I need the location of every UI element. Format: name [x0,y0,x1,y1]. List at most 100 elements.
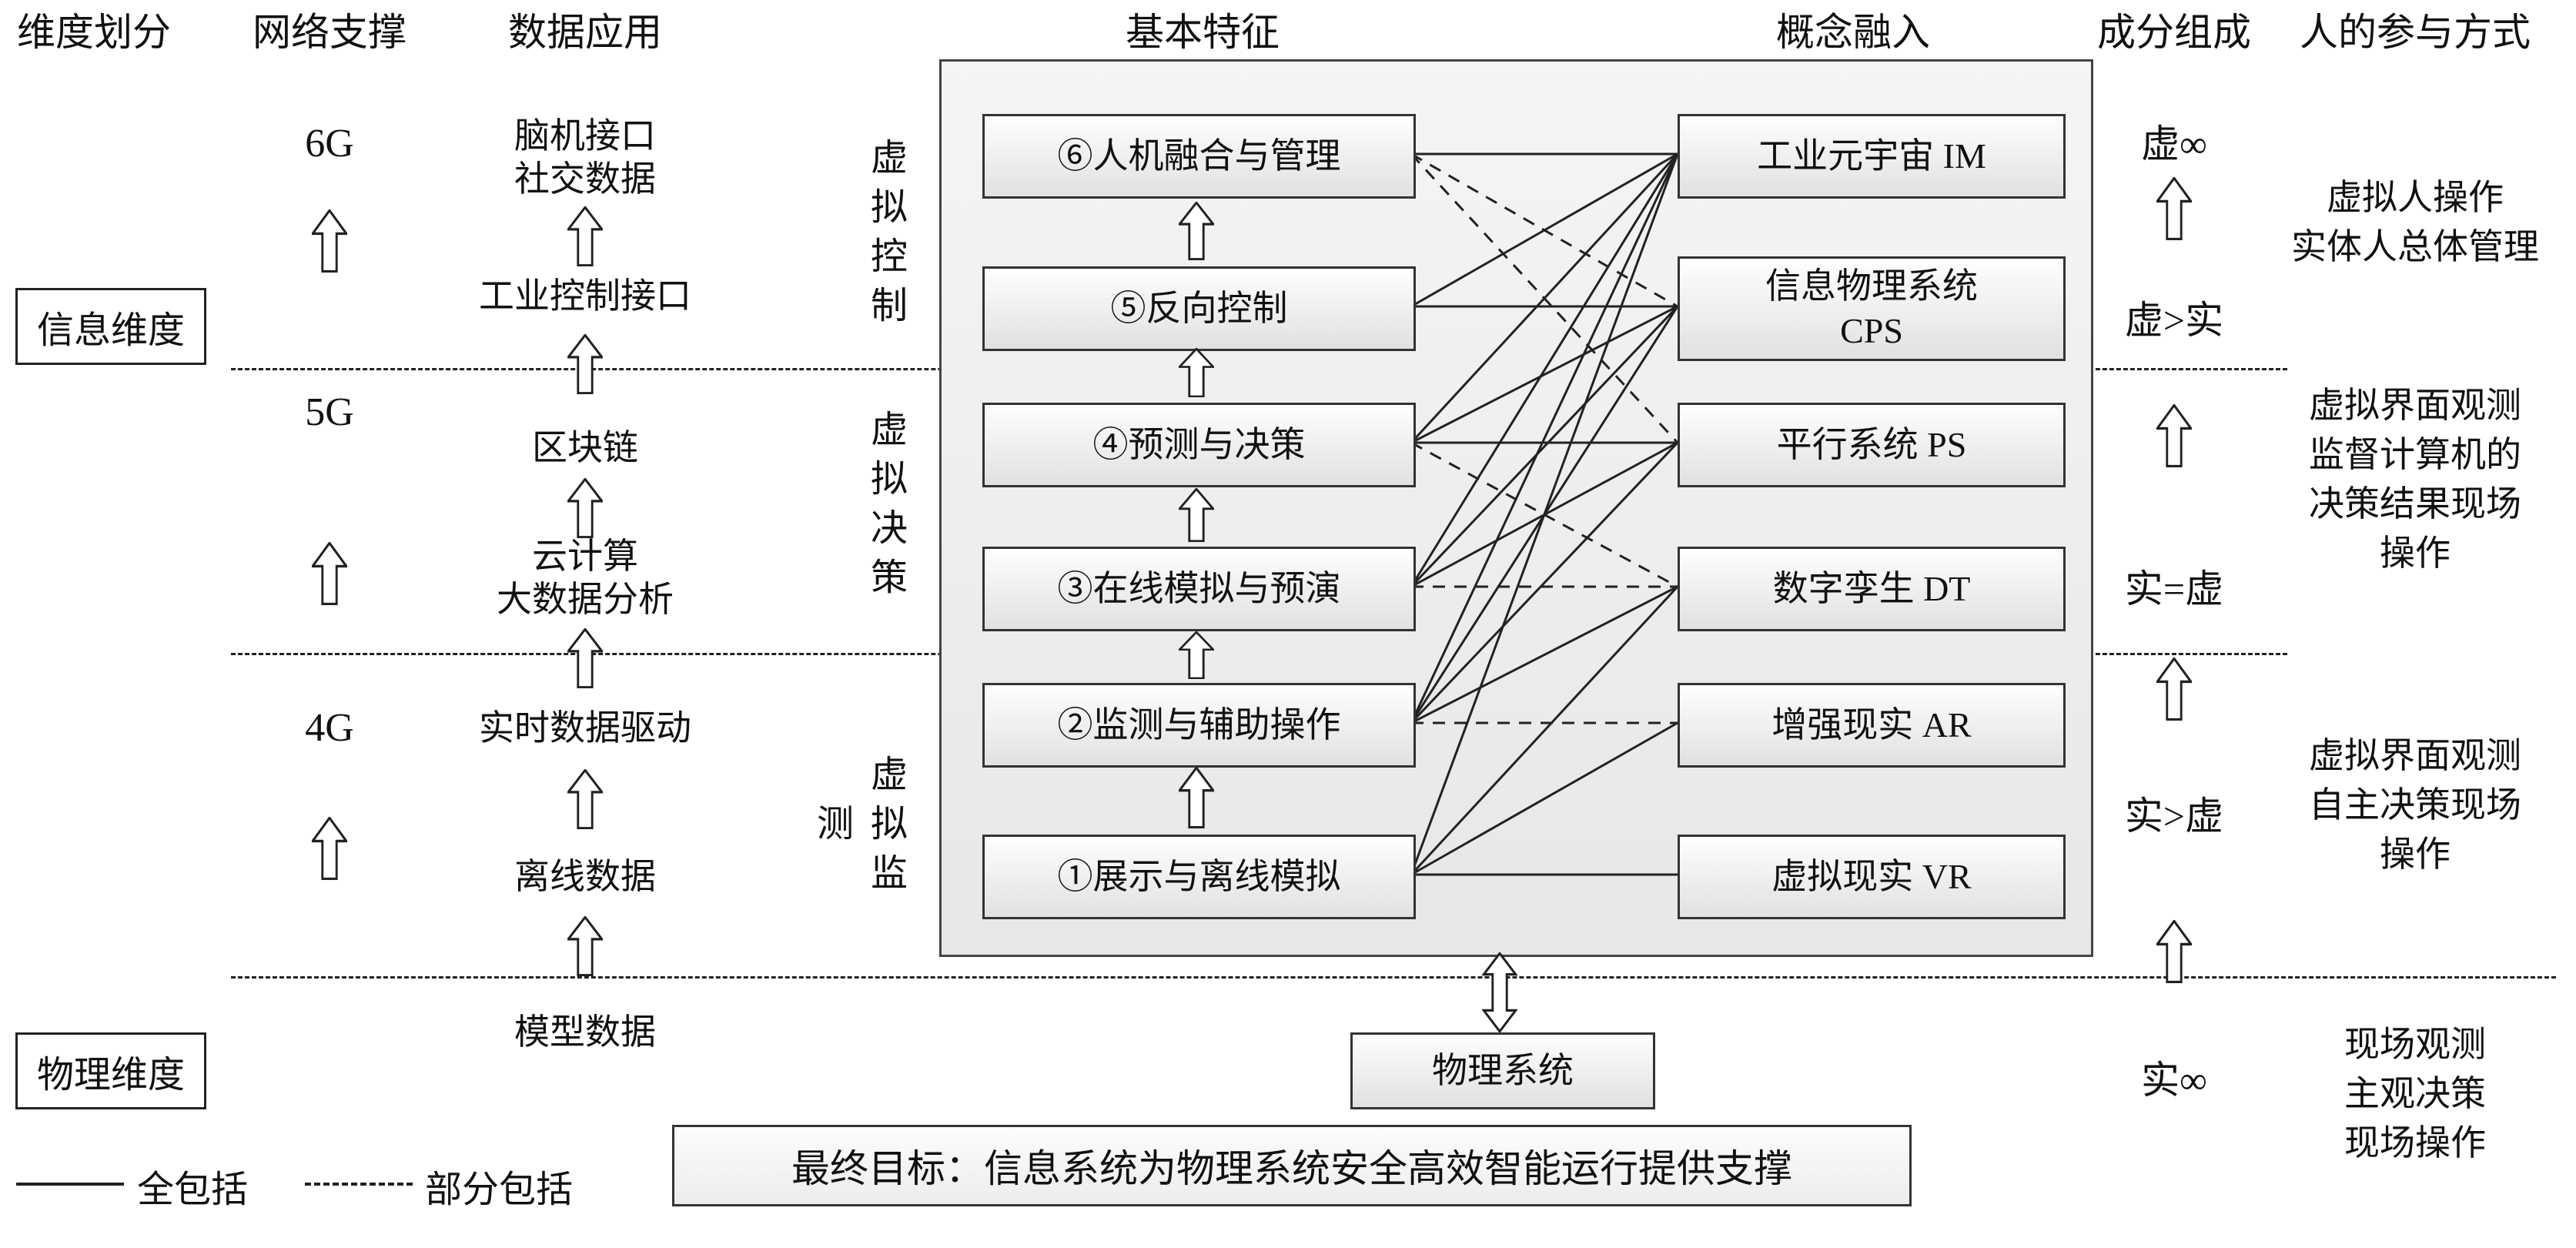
composition-real-eq-virtual: 实=虚 [2124,567,2224,611]
column-header-participation: 人的参与方式 [2300,11,2531,54]
feature-label: ⑥人机融合与管理 [1057,136,1341,176]
up-arrow-icon [1179,767,1214,828]
column-header-network: 网络支撑 [253,11,406,54]
legend-dashed-label: 部分包括 [425,1169,574,1210]
concept-label: 信息物理系统 [1765,266,1978,306]
feature-label: ③在线模拟与预演 [1057,569,1341,608]
up-arrow-icon [567,628,603,688]
stage-virtual-monitoring: 虚拟监测 [811,754,905,902]
up-arrow-icon [567,769,603,829]
data-app-brain-interface: 脑机接口 [514,116,656,156]
column-header-composition: 成分组成 [2097,11,2251,54]
up-arrow-icon [2156,177,2192,240]
participation-line: 自主决策现场 [2309,785,2521,825]
participation-block-1: 虚拟人操作 实体人总体管理 [2291,173,2539,272]
feature-box-3: ③在线模拟与预演 [982,547,1416,631]
connection-f4-CPS [1410,305,1678,444]
connection-f2-DT [1410,585,1678,724]
up-arrow-icon [2156,920,2192,983]
stage-virtual-decision: 虚拟决策 [865,410,905,607]
feature-box-2: ②监测与辅助操作 [982,683,1416,768]
connection-f5-IM [1410,152,1678,308]
participation-line: 现场观测 [2344,1025,2486,1064]
data-app-realtime-data: 实时数据驱动 [479,708,691,748]
connection-f4-IM [1410,152,1679,444]
concept-box-ps: 平行系统 PS [1678,403,2066,487]
up-arrow-icon [1179,488,1214,542]
connection-f3-CPS [1410,305,1679,588]
data-app-social-data: 社交数据 [514,159,656,199]
participation-line: 操作 [2380,835,2451,874]
participation-block-2: 虚拟界面观测 监督计算机的 决策结果现场 操作 [2309,381,2521,578]
data-app-industrial-control: 工业控制接口 [479,276,691,316]
basic-features-container: ⑥人机融合与管理 ⑤反向控制 ④预测与决策 ③在线模拟与预演 ②监测与辅助操作 … [939,59,2093,957]
concept-label: 数字孪生 DT [1772,569,1971,608]
data-app-big-data: 大数据分析 [497,580,674,619]
stage-virtual-control: 虚拟控制 [865,138,905,335]
physical-dimension-box: 物理维度 [15,1032,206,1109]
participation-line: 主观决策 [2344,1074,2486,1113]
composition-virtual-inf: 虚∞ [2141,122,2207,166]
concept-label: 增强现实 AR [1771,705,1972,744]
feature-label: ④预测与决策 [1092,425,1306,464]
connection-f2-PS [1410,441,1679,724]
composition-real-gt-virtual: 实>虚 [2124,795,2224,838]
participation-line: 决策结果现场 [2309,484,2521,524]
legend-solid-label: 全包括 [137,1169,249,1210]
column-header-basic-features: 基本特征 [1126,11,1280,54]
feature-box-4: ④预测与决策 [982,403,1416,487]
participation-line: 虚拟人操作 [2327,178,2504,217]
composition-virtual-gt-real: 虚>实 [2124,299,2224,342]
feature-label: ②监测与辅助操作 [1057,705,1341,744]
up-arrow-icon [312,817,347,880]
up-arrow-icon [1179,202,1214,260]
participation-line: 操作 [2380,534,2451,573]
up-arrow-icon [567,916,603,976]
column-header-dimension: 维度划分 [17,11,171,54]
up-arrow-icon [567,206,603,266]
up-arrow-icon [1179,348,1214,397]
column-header-concepts: 概念融入 [1776,11,1930,54]
feature-label: ①展示与离线模拟 [1057,857,1341,896]
info-dimension-label: 信息维度 [36,310,185,351]
concept-label: 平行系统 PS [1776,425,1967,464]
connection-f1-DT [1410,585,1679,876]
feature-concept-connections [1410,152,1679,876]
connection-f2-IM [1410,153,1679,724]
legend-dashed-line-sample [305,1183,413,1186]
connection-f3-IM [1410,153,1679,587]
data-app-cloud-computing: 云计算 [532,537,638,576]
up-down-arrow-icon [1482,952,1517,1032]
concept-box-dt: 数字孪生 DT [1678,547,2066,631]
column-header-data-app: 数据应用 [508,11,662,54]
participation-line: 虚拟界面观测 [2309,736,2521,775]
feature-label: ⑤反向控制 [1110,289,1288,328]
legend-solid-line-sample [16,1183,124,1186]
network-5g: 5G [305,390,354,434]
participation-block-3: 虚拟界面观测 自主决策现场 操作 [2309,731,2521,879]
up-arrow-icon [1179,631,1214,679]
concept-box-im: 工业元宇宙 IM [1678,114,2066,199]
data-app-blockchain: 区块链 [532,428,638,467]
connection-f1-IM [1410,153,1679,875]
data-app-model-data: 模型数据 [514,1012,656,1052]
physical-system-box: 物理系统 [1350,1032,1655,1109]
participation-line: 实体人总体管理 [2291,227,2539,266]
network-4g: 4G [305,706,354,750]
info-dimension-box: 信息维度 [15,288,206,365]
physical-system-label: 物理系统 [1432,1051,1574,1090]
up-arrow-icon [312,542,347,605]
data-app-offline-data: 离线数据 [514,857,656,896]
composition-real-inf: 实∞ [2141,1059,2207,1102]
up-arrow-icon [567,334,603,394]
feature-box-1: ①展示与离线模拟 [982,835,1416,919]
concept-label: 虚拟现实 VR [1771,857,1972,896]
concept-box-ar: 增强现实 AR [1678,683,2066,768]
up-arrow-icon [2156,657,2192,721]
participation-line: 虚拟界面观测 [2309,386,2521,425]
participation-block-4: 现场观测 主观决策 现场操作 [2344,1020,2486,1168]
up-arrow-icon [2156,404,2192,467]
participation-line: 监督计算机的 [2309,435,2521,474]
dashed-separator-physical [231,976,2556,979]
